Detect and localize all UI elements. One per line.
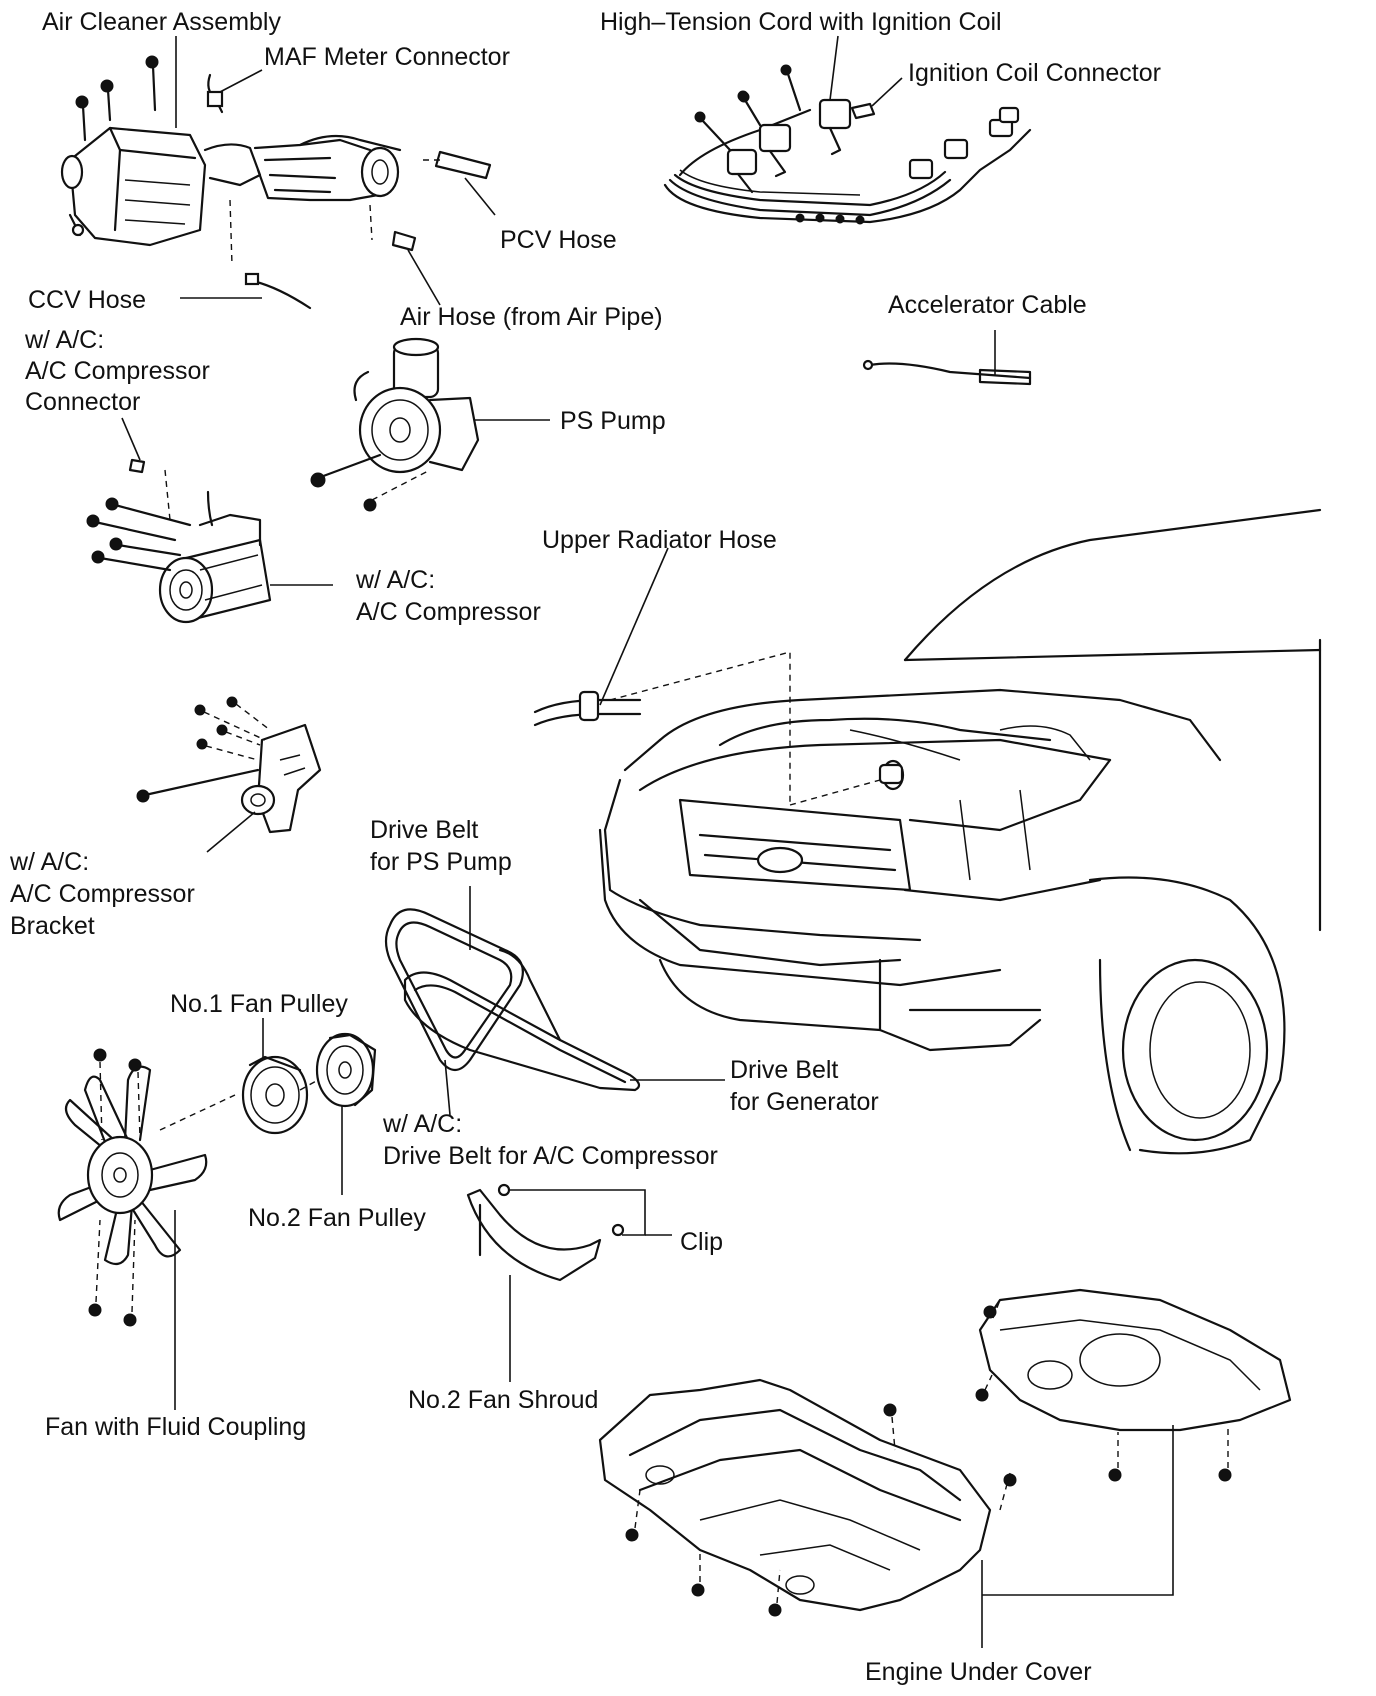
no2-fan-pulley-drawing (315, 1032, 377, 1108)
engine-under-cover-drawing (598, 1288, 1292, 1617)
label-drive-belt-ps-pump: Drive Belt for PS Pump (370, 816, 512, 876)
leader-lines (121, 35, 1174, 1648)
label-pcv-hose: PCV Hose (500, 226, 617, 254)
label-no2-fan-pulley: No.2 Fan Pulley (248, 1204, 426, 1232)
ps-pump-drawing (310, 337, 480, 512)
label-ps-pump: PS Pump (560, 407, 666, 435)
label-ccv-hose: CCV Hose (28, 286, 146, 314)
air-hose-drawing (391, 230, 417, 252)
no2-fan-shroud-drawing (466, 1183, 625, 1282)
label-engine-under-cover: Engine Under Cover (865, 1658, 1092, 1686)
label-air-cleaner-assembly: Air Cleaner Assembly (42, 8, 281, 36)
label-drive-belt-generator: Drive Belt for Generator (730, 1056, 879, 1116)
label-high-tension-cord: High–Tension Cord with Ignition Coil (600, 8, 1002, 36)
label-ignition-coil-connector: Ignition Coil Connector (908, 59, 1161, 87)
fan-with-fluid-coupling-drawing (57, 1048, 319, 1327)
ignition-coil-connector-drawing (850, 102, 876, 120)
label-accelerator-cable: Accelerator Cable (888, 291, 1087, 319)
label-no2-fan-shroud: No.2 Fan Shroud (408, 1386, 598, 1414)
label-no1-fan-pulley: No.1 Fan Pulley (170, 990, 348, 1018)
label-air-hose: Air Hose (from Air Pipe) (400, 303, 663, 331)
part-labels: Air Cleaner Assembly MAF Meter Connector… (9, 8, 1161, 1686)
upper-radiator-hose-drawing (533, 651, 791, 805)
accelerator-cable-drawing (868, 362, 1032, 380)
label-clip: Clip (680, 1228, 723, 1256)
label-maf-meter-connector: MAF Meter Connector (264, 43, 510, 71)
label-fan-with-fluid-coupling: Fan with Fluid Coupling (45, 1413, 306, 1441)
drive-belts-drawing (384, 908, 641, 1092)
label-drive-belt-ac-compressor: w/ A/C: Drive Belt for A/C Compressor (382, 1110, 718, 1170)
label-ac-compressor-bracket: w/ A/C: A/C Compressor Bracket (9, 848, 202, 940)
air-cleaner-assembly-drawing (60, 55, 440, 266)
label-ac-compressor: w/ A/C: A/C Compressor (355, 566, 541, 626)
high-tension-cord-drawing (663, 64, 1032, 225)
no1-fan-pulley-drawing (241, 1055, 309, 1135)
label-upper-radiator-hose: Upper Radiator Hose (542, 526, 777, 554)
label-ac-compressor-connector: w/ A/C: A/C Compressor Connector (24, 326, 217, 416)
ac-compressor-bracket-drawing (136, 696, 322, 834)
vehicle-front-drawing (598, 508, 1322, 1155)
ac-compressor-drawing (86, 458, 272, 624)
pcv-hose-drawing (434, 150, 492, 180)
